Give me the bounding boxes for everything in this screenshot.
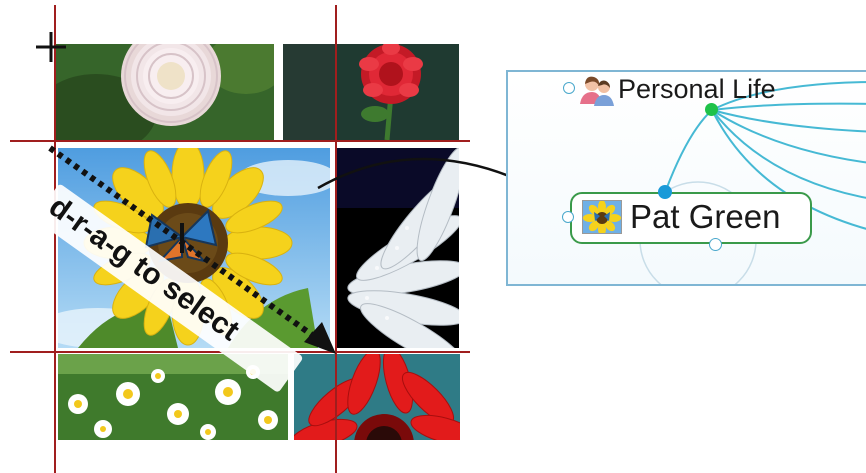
- selected-bottom-handle[interactable]: [709, 238, 722, 251]
- photo-daisy-field[interactable]: [58, 354, 288, 440]
- drag-direction-arrow: [48, 145, 336, 354]
- photo-red-gerbera[interactable]: [294, 354, 460, 440]
- crosshair-cursor-icon: [36, 32, 66, 62]
- selected-left-handle[interactable]: [562, 211, 574, 223]
- parent-topic-label[interactable]: Personal Life: [618, 74, 776, 104]
- people-icon: [580, 76, 614, 106]
- mind-map-panel[interactable]: Personal Life Pat Green: [506, 70, 866, 286]
- photo-red-flower[interactable]: [283, 44, 459, 140]
- selected-topic-node[interactable]: Pat Green: [570, 192, 812, 244]
- photo-grid: d-r-a-g to select: [10, 5, 470, 473]
- parent-connection-dot: [705, 103, 718, 116]
- selected-connection-dot[interactable]: [658, 185, 672, 199]
- photo-dahlia[interactable]: [56, 44, 274, 140]
- sunflower-thumbnail-icon: [582, 200, 622, 234]
- photo-white-daisy[interactable]: [337, 148, 459, 348]
- parent-collapse-handle[interactable]: [563, 82, 575, 94]
- selected-topic-label[interactable]: Pat Green: [630, 198, 781, 235]
